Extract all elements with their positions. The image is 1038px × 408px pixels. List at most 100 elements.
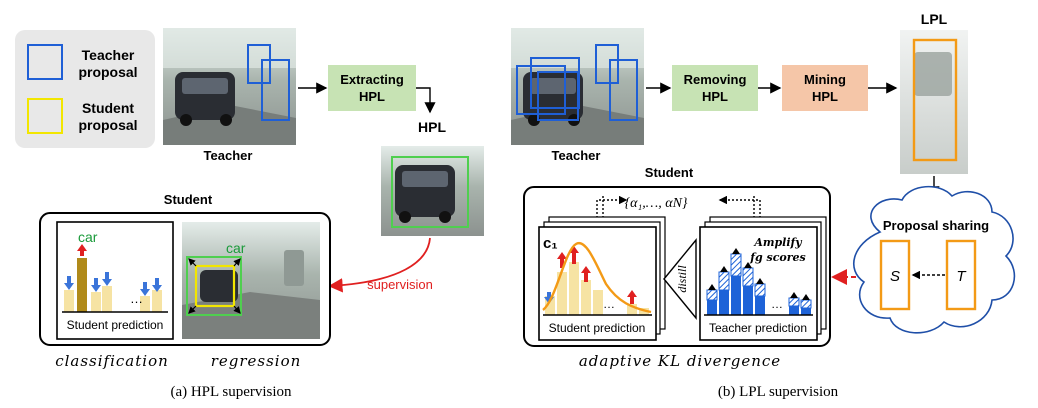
student-panel-b: {α₁,…, αN} c₁ … Student prediction disti… [523,186,831,347]
class-bar-2 [91,292,101,312]
teacher-bar-3 [743,286,753,315]
arrow-to-hpl [416,87,436,114]
amplify-label-2: fg scores [749,251,805,264]
student-proposal-swatch [27,98,63,134]
amplify-label-1: Amplify [753,236,803,249]
student-up-arrow-2-shaft [584,272,588,282]
teacher-bar-6 [801,308,811,315]
car-label-right: car [226,240,246,256]
hpl-box [391,156,469,228]
class-bar-5 [152,290,162,312]
class-down-arrow-4-head [152,285,162,292]
teacher-image-a [163,28,296,145]
removing-label-2: HPL [702,89,728,104]
regression-label: regression [211,352,302,370]
teacher-hatch-3 [742,267,754,287]
regression-green-box [186,256,242,316]
class-down-arrow-1-head [91,285,101,292]
teacher-tip-6 [802,294,810,300]
class-bar-0 [64,290,74,312]
extract-label-1: Extracting [340,72,404,87]
teacher-hatch-4 [754,283,766,297]
student-panel-a: car … Student prediction car [39,212,331,346]
teacher-tip-0 [708,284,716,290]
caption-b: (b) LPL supervision [718,384,839,400]
teacher-tip-3 [744,262,752,268]
supervision-label: supervision [367,277,433,292]
mining-label-2: HPL [812,89,838,104]
kl-label: adaptive KL divergence [579,352,781,370]
t-label: T [956,268,967,285]
ellipsis-a: … [130,291,143,306]
teacher-box-a1 [247,44,271,84]
class-down-arrow-2-head [102,279,112,286]
removing-label-1: Removing [684,72,747,87]
legend: Teacher proposal Student proposal [15,30,155,148]
teacher-image-b [511,28,644,145]
removing-hpl-box: Removing HPL [672,65,758,111]
teacher-hatch-6 [800,299,812,309]
extracting-hpl-box: Extracting HPL [328,65,416,111]
class-down-arrow-0-head [64,283,74,290]
s-box [879,239,911,311]
student-up-arrow-0-shaft [560,258,564,268]
ellipsis-b2: … [771,297,783,311]
student-bar-1 [557,272,567,315]
student-up-arrow-3-head [627,290,637,297]
student-prediction-b: Student prediction [549,321,646,335]
distill-arrow [663,238,697,320]
s-label: S [890,268,900,285]
teacher-bar-0 [707,300,717,315]
lpl-title: LPL [921,11,948,27]
teacher-bar-1 [719,290,729,315]
teacher-bars-b [706,248,812,315]
student-up-arrow-3-shaft [630,296,634,304]
classification-bars [64,244,162,312]
mining-hpl-box: Mining HPL [782,65,868,111]
teacher-caption-a: Teacher [204,148,253,163]
teacher-hatch-0 [706,289,718,301]
teacher-caption-b: Teacher [552,148,601,163]
class-down-arrow-2-shaft [105,272,109,280]
student-title-a: Student [164,192,213,207]
student-down-arrow-shaft [547,292,551,298]
proposal-sharing-label: Proposal sharing [883,218,989,233]
class-bar-4 [140,296,150,312]
teacher-tip-1 [720,266,728,272]
teacher-bar-2 [731,276,741,315]
hpl-image [381,146,484,236]
teacher-hatch-1 [718,271,730,291]
teacher-tip-4 [756,278,764,284]
student-bar-4 [593,290,603,315]
class-down-arrow-4-shaft [155,278,159,286]
student-bar-0 [545,296,555,315]
teacher-prediction-b: Teacher prediction [709,321,807,335]
student-bar-3 [581,280,591,315]
student-legend-label-2: proposal [78,117,137,133]
lpl-image [900,30,968,174]
distill-label: distill [675,265,689,293]
alpha-set: {α₁,…, αN} [624,196,687,211]
teacher-tip-5 [790,292,798,298]
teacher-bar-5 [789,306,799,315]
car-label-left: car [78,229,98,245]
student-bar-5 [627,304,637,315]
ellipsis-b1: … [603,297,615,311]
classification-box [56,221,174,340]
teacher-bar-4 [755,296,765,315]
mining-label-1: Mining [804,72,846,87]
teacher-box-a2 [261,59,290,121]
classification-label: classification [55,352,169,370]
t-box [945,239,977,311]
proposal-sharing-cloud: Proposal sharing S T [853,185,1016,334]
regression-yellow-box [194,264,236,308]
teacher-legend-label-2: proposal [78,64,137,80]
supervision-arrow [328,237,431,293]
teacher-proposal-swatch [27,44,63,80]
student-up-arrow-1-head [569,246,579,253]
student-up-arrow-0-head [557,252,567,259]
teacher-tip-2 [732,248,740,254]
hpl-title: HPL [418,119,446,135]
class-down-arrow-3-head [140,289,150,296]
student-title-b: Student [645,165,694,180]
